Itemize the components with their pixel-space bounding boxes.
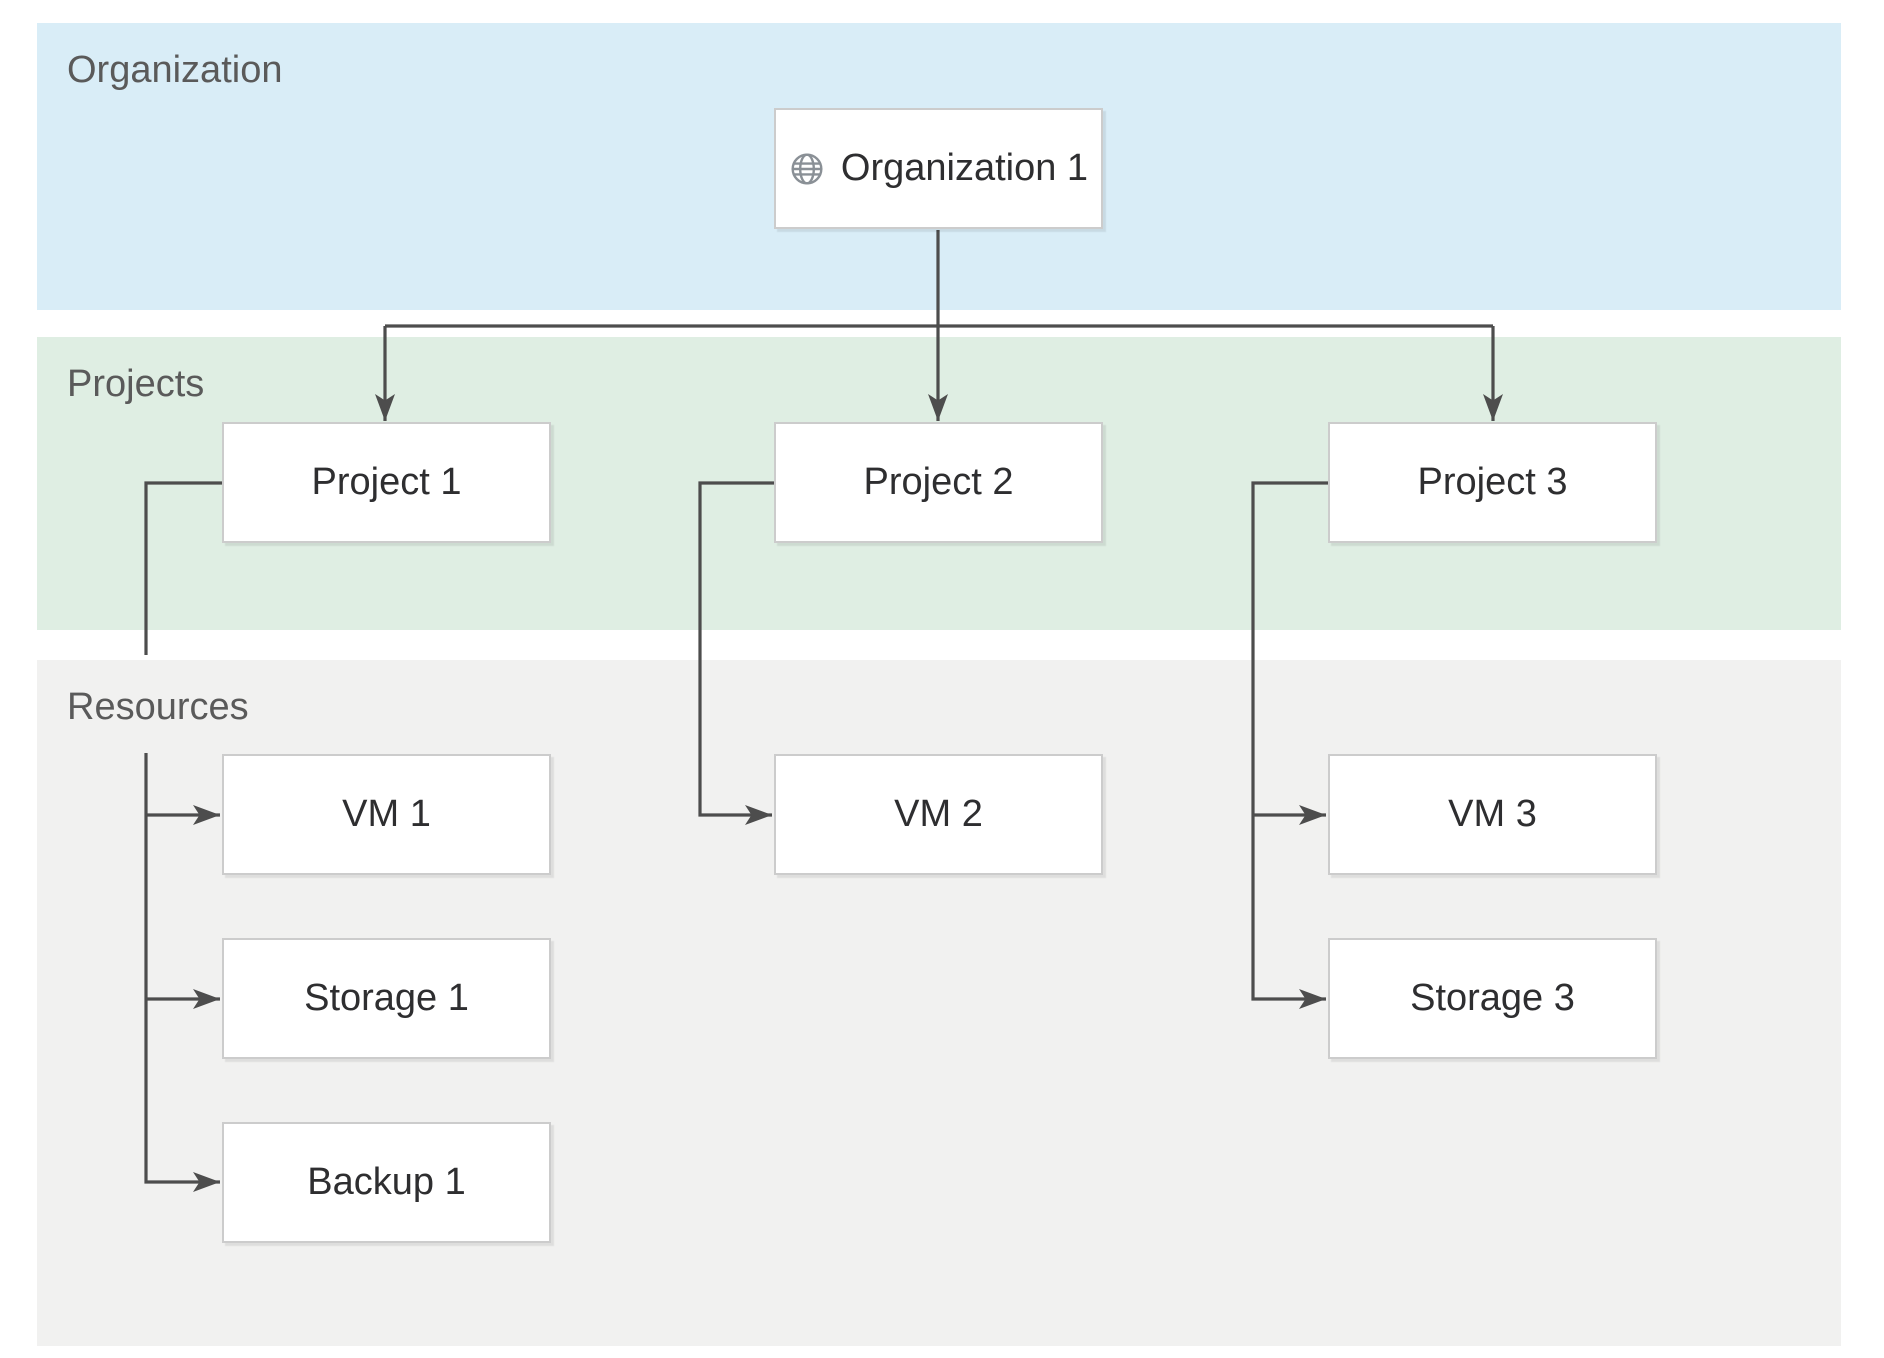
node-label: Storage 1 [304, 977, 469, 1019]
projects-band-label: Projects [67, 363, 205, 405]
resources-band-label: Resources [67, 686, 249, 728]
globe-icon [789, 151, 825, 187]
node-vm-2: VM 2 [774, 754, 1103, 875]
node-storage-3: Storage 3 [1328, 938, 1657, 1059]
organization-band-label: Organization [67, 49, 283, 91]
node-label: Project 1 [311, 461, 462, 503]
node-label: Backup 1 [307, 1161, 466, 1203]
node-vm-1: VM 1 [222, 754, 551, 875]
node-label: VM 1 [342, 793, 431, 835]
node-label: Storage 3 [1410, 977, 1575, 1019]
node-label: Project 3 [1417, 461, 1568, 503]
node-vm-3: VM 3 [1328, 754, 1657, 875]
node-project-3: Project 3 [1328, 422, 1657, 543]
node-organization-1: Organization 1 [774, 108, 1103, 229]
node-project-1: Project 1 [222, 422, 551, 543]
node-label: Project 2 [863, 461, 1014, 503]
node-project-2: Project 2 [774, 422, 1103, 543]
node-label: Organization 1 [840, 147, 1089, 189]
node-storage-1: Storage 1 [222, 938, 551, 1059]
node-label: VM 2 [894, 793, 983, 835]
node-label: VM 3 [1448, 793, 1537, 835]
node-backup-1: Backup 1 [222, 1122, 551, 1243]
